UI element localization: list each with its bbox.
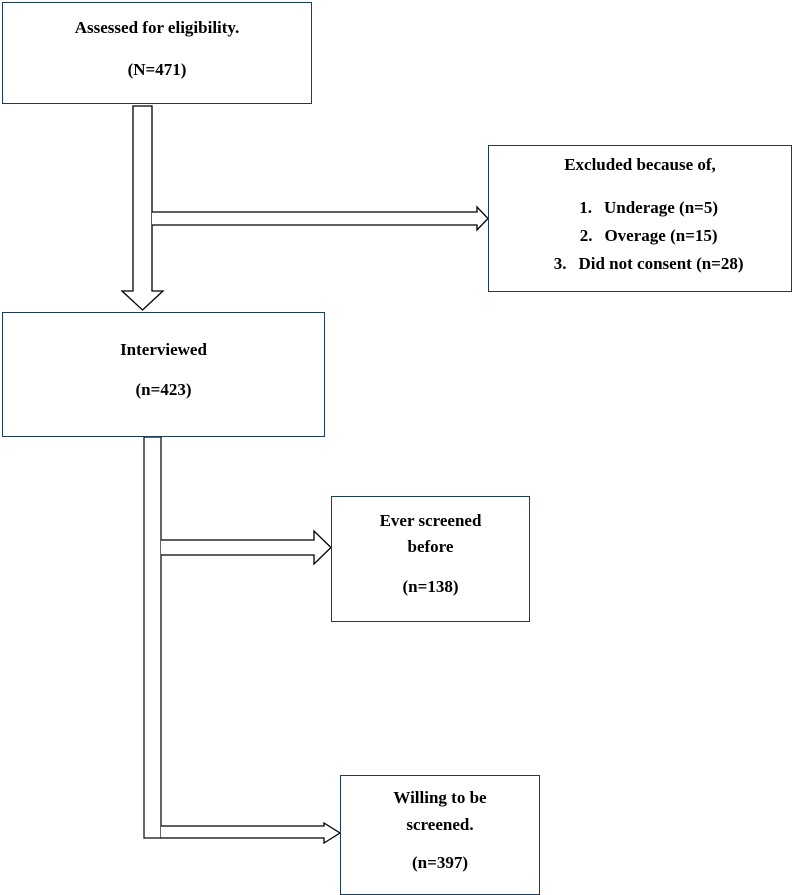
connector-bar-vertical	[143, 436, 162, 839]
exclusion-reason-text: Overage (n=15)	[604, 226, 718, 245]
willing-box: Willing to be screened. (n=397)	[340, 775, 540, 895]
exclusion-reason-number: 3.	[553, 254, 567, 273]
exclusion-reason-number: 2.	[579, 226, 593, 245]
eligibility-title: Assessed for eligibility.	[74, 18, 240, 37]
ever-screened-title-line2: before	[407, 537, 454, 556]
interviewed-count: (n=423)	[135, 380, 192, 399]
exclusion-reason-item: 3. Did not consent (n=28)	[489, 250, 791, 278]
willing-title: Willing to be screened.	[341, 784, 539, 838]
arrow-to-excluded	[152, 205, 489, 232]
ever-screened-count: (n=138)	[402, 577, 459, 596]
ever-screened-title-line1: Ever screened	[379, 511, 482, 530]
arrow-eligibility-to-interviewed	[120, 105, 165, 311]
ever-screened-box: Ever screened before (n=138)	[331, 496, 530, 622]
willing-count: (n=397)	[412, 853, 468, 872]
willing-title-line1: Willing to be	[393, 788, 487, 807]
interviewed-box: Interviewed (n=423)	[2, 312, 325, 437]
eligibility-count: (N=471)	[127, 60, 187, 79]
ever-screened-title: Ever screened before	[332, 508, 529, 560]
interviewed-title: Interviewed	[120, 340, 207, 359]
exclusion-reason-text: Did not consent (n=28)	[578, 254, 744, 273]
willing-title-line2: screened.	[406, 815, 474, 834]
arrow-to-ever-screened	[161, 529, 332, 566]
exclusion-reason-text: Underage (n=5)	[603, 198, 719, 217]
excluded-box: Excluded because of, 1. Underage (n=5) 2.…	[488, 145, 792, 292]
exclusion-reason-item: 1. Underage (n=5)	[489, 194, 791, 222]
arrow-to-willing	[161, 821, 342, 845]
exclusion-reason-number: 1.	[579, 198, 592, 217]
exclusion-reason-item: 2. Overage (n=15)	[489, 222, 791, 250]
eligibility-box: Assessed for eligibility. (N=471)	[2, 2, 312, 104]
excluded-title: Excluded because of,	[564, 155, 716, 174]
exclusion-reasons-list: 1. Underage (n=5) 2. Overage (n=15) 3. Did …	[489, 194, 791, 278]
